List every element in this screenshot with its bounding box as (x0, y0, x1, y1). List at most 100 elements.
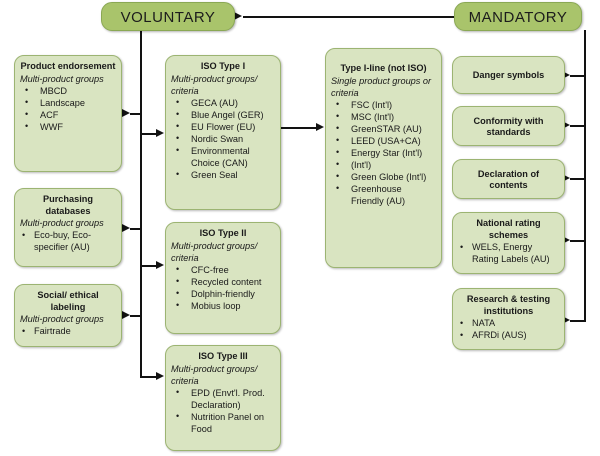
box-title: ISO Type I (200, 61, 246, 71)
box-title: National rating schemes (476, 218, 541, 240)
connector-mandatory-to-voluntary (243, 16, 475, 18)
box-subtitle: Single product groups or criteria (331, 75, 432, 98)
box-title: Research & testing institutions (466, 294, 551, 316)
box-title: Conformity with standards (473, 115, 544, 138)
box-national-rating-schemes[interactable]: National rating schemes WELS, Energy Rat… (452, 212, 565, 274)
connector-trunk-to-declaration-of-contents (570, 178, 586, 180)
box-title: ISO Type III (198, 351, 248, 361)
arrowhead-into-iso-type-iii (156, 372, 164, 380)
list-item: MSC (Int'l) (331, 110, 436, 123)
list-item: AFRDi (AUS) (458, 329, 559, 341)
list-item: Recycled content (171, 275, 275, 288)
list-item: FSC (Int'l) (331, 98, 436, 111)
header-voluntary-label: VOLUNTARY (120, 8, 216, 26)
arrowhead-into-product-endorsement (122, 109, 130, 117)
list-item: LEED (USA+CA) (331, 134, 436, 147)
box-research-testing-institutions[interactable]: Research & testing institutions NATA AFR… (452, 288, 565, 350)
connector-trunk-to-national-rating-schemes (570, 240, 586, 242)
box-purchasing-databases[interactable]: Purchasing databases Multi-product group… (14, 188, 122, 267)
list-item: GECA (AU) (171, 96, 275, 109)
connector-mandatory-trunk (584, 30, 586, 322)
list-item: GreenSTAR (AU) (331, 122, 436, 135)
arrowhead-into-purchasing-databases (122, 224, 130, 232)
list-item: MBCD (20, 84, 116, 97)
box-subtitle: Multi-product groups/ criteria (171, 363, 258, 386)
connector-trunk-to-iso-type-iii (141, 376, 158, 378)
list-item: NATA (458, 317, 559, 329)
box-item-list: Fairtrade (20, 325, 116, 337)
list-item: Green Globe (Int'l) (331, 170, 436, 183)
list-item: Fairtrade (20, 325, 116, 337)
box-title: Purchasing databases (42, 194, 94, 216)
box-title: ISO Type II (199, 228, 247, 238)
arrowhead-into-social-ethical-labeling (122, 311, 130, 319)
arrowhead-into-declaration-of-contents (562, 174, 570, 182)
connector-iso-type-i-to-type-i-line (281, 127, 319, 129)
box-item-list: GECA (AU) Blue Angel (GER) EU Flower (EU… (171, 96, 275, 181)
arrowhead-into-iso-type-i (156, 129, 164, 137)
connector-trunk-to-purchasing-databases (130, 228, 142, 230)
box-item-list: NATA AFRDi (AUS) (458, 317, 559, 341)
list-item: Mobius loop (171, 299, 275, 312)
list-item: WWF (20, 120, 116, 133)
box-item-list: MBCD Landscape ACF WWF (20, 84, 116, 133)
list-item: Green Seal (171, 168, 275, 181)
arrowhead-into-danger-symbols (562, 71, 570, 79)
list-item: Eco-buy, Eco-specifier (AU) (20, 229, 116, 253)
connector-trunk-to-danger-symbols (570, 75, 586, 77)
list-item: ACF (20, 108, 116, 121)
arrowhead-into-national-rating-schemes (562, 236, 570, 244)
list-item: Blue Angel (GER) (171, 108, 275, 121)
list-item: Nordic Swan (171, 132, 275, 145)
header-voluntary[interactable]: VOLUNTARY (101, 2, 235, 31)
box-subtitle: Multi-product groups/ criteria (171, 240, 258, 263)
list-item: Greenhouse Friendly (AU) (331, 182, 436, 207)
box-iso-type-ii[interactable]: ISO Type II Multi-product groups/ criter… (165, 222, 281, 334)
list-item: (Int'l) (331, 158, 436, 171)
arrowhead-into-iso-type-ii (156, 261, 164, 269)
box-item-list: WELS, Energy Rating Labels (AU) (458, 241, 559, 265)
connector-trunk-to-conformity-with-standards (570, 125, 586, 127)
connector-trunk-to-social-ethical-labeling (130, 315, 142, 317)
box-title: Declaration of contents (477, 168, 540, 191)
list-item: EU Flower (EU) (171, 120, 275, 133)
arrowhead-into-research-testing-institutions (562, 316, 570, 324)
box-subtitle: Multi-product groups/ criteria (171, 73, 258, 96)
connector-trunk-to-product-endorsement (130, 113, 142, 115)
box-conformity-with-standards[interactable]: Conformity with standards (452, 106, 565, 146)
connector-trunk-to-iso-type-ii (141, 265, 158, 267)
arrowhead-into-voluntary (234, 12, 242, 20)
box-item-list: Eco-buy, Eco-specifier (AU) (20, 229, 116, 253)
box-title: Type I-line (not ISO) (340, 63, 427, 73)
connector-voluntary-trunk (140, 30, 142, 378)
box-iso-type-i[interactable]: ISO Type I Multi-product groups/ criteri… (165, 55, 281, 210)
box-item-list: EPD (Envt'l. Prod. Declaration) Nutritio… (171, 386, 275, 435)
box-iso-type-iii[interactable]: ISO Type III Multi-product groups/ crite… (165, 345, 281, 451)
box-item-list: CFC-free Recycled content Dolphin-friend… (171, 263, 275, 312)
box-title: Product endorsement (20, 61, 116, 71)
box-declaration-of-contents[interactable]: Declaration of contents (452, 159, 565, 199)
box-danger-symbols[interactable]: Danger symbols (452, 56, 565, 94)
list-item: WELS, Energy Rating Labels (AU) (458, 241, 559, 265)
box-type-i-line[interactable]: Type I-line (not ISO) Single product gro… (325, 48, 442, 268)
list-item: Energy Star (Int'l) (331, 146, 436, 159)
box-subtitle: Multi-product groups (20, 73, 104, 84)
arrowhead-into-conformity-with-standards (562, 121, 570, 129)
list-item: Landscape (20, 96, 116, 109)
box-title: Danger symbols (472, 70, 545, 81)
header-mandatory[interactable]: MANDATORY (454, 2, 582, 31)
box-subtitle: Multi-product groups (20, 218, 104, 228)
box-item-list: FSC (Int'l) MSC (Int'l) GreenSTAR (AU) L… (331, 98, 436, 207)
connector-trunk-to-iso-type-i (141, 133, 158, 135)
box-subtitle: Multi-product groups (20, 314, 104, 324)
box-social-ethical-labeling[interactable]: Social/ ethical labeling Multi-product g… (14, 284, 122, 347)
arrowhead-into-type-i-line (316, 123, 324, 131)
header-mandatory-label: MANDATORY (468, 8, 568, 26)
list-item: Nutrition Panel on Food (171, 410, 275, 435)
list-item: EPD (Envt'l. Prod. Declaration) (171, 386, 275, 411)
box-product-endorsement[interactable]: Product endorsement Multi-product groups… (14, 55, 122, 172)
list-item: Environmental Choice (CAN) (171, 144, 275, 169)
list-item: CFC-free (171, 263, 275, 276)
box-title: Social/ ethical labeling (37, 290, 99, 312)
